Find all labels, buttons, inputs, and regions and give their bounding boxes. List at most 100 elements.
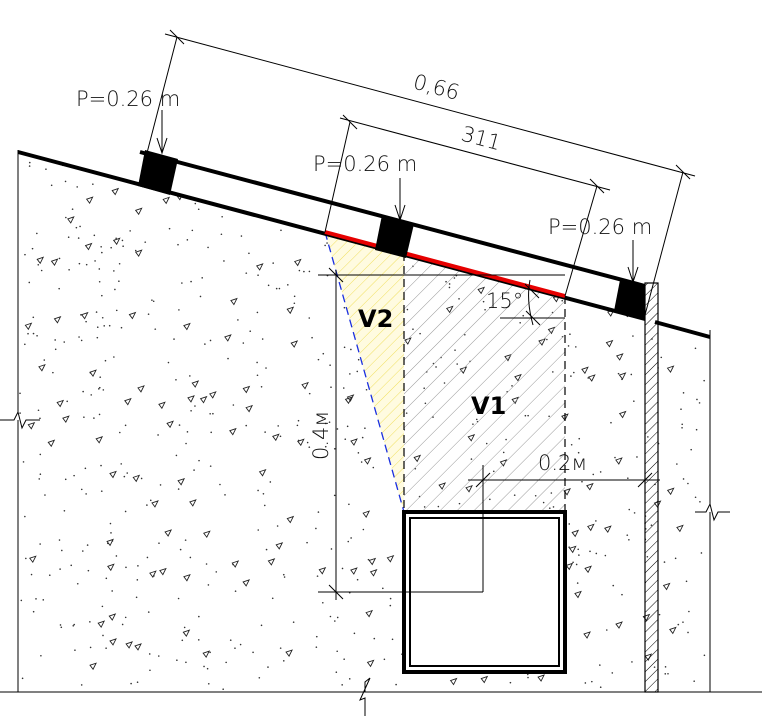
texture-dot: [681, 423, 684, 426]
texture-dot: [357, 452, 360, 454]
texture-aggregate: [255, 263, 264, 271]
texture-dot: [25, 557, 27, 560]
texture-dot: [129, 230, 131, 232]
texture-aggregate: [125, 641, 133, 649]
texture-aggregate: [229, 427, 237, 436]
texture-dot: [94, 260, 96, 262]
texture-dot: [99, 376, 102, 378]
texture-dot: [123, 475, 126, 478]
texture-aggregate: [615, 353, 624, 361]
texture-dot: [28, 165, 31, 167]
texture-dot: [325, 422, 327, 425]
texture-dot: [35, 598, 37, 600]
texture-aggregate: [159, 567, 167, 576]
texture-dot: [61, 549, 63, 552]
texture-dot: [93, 417, 95, 419]
texture-aggregate: [318, 566, 327, 575]
texture-dot: [136, 681, 139, 684]
texture-dot: [227, 357, 229, 360]
texture-dot: [96, 336, 99, 339]
texture-dot: [159, 484, 162, 486]
texture-dot: [296, 424, 299, 427]
texture-dot: [260, 624, 263, 627]
texture-dot: [279, 435, 282, 438]
texture-dot: [137, 565, 139, 567]
texture-dot: [592, 473, 595, 476]
texture-dot: [595, 552, 598, 555]
texture-aggregate: [203, 530, 211, 539]
texture-dot: [357, 358, 360, 361]
texture-dot: [194, 202, 197, 205]
texture-dot: [365, 388, 368, 391]
texture-dot: [321, 601, 324, 604]
texture-dot: [572, 561, 574, 564]
texture-dot: [48, 574, 51, 577]
texture-aggregate: [350, 567, 358, 575]
texture-dot: [197, 208, 200, 211]
texture-dot: [102, 634, 104, 637]
load-label-2: P=0.26 m: [313, 152, 417, 176]
texture-dot: [341, 567, 344, 570]
texture-dot: [60, 626, 63, 629]
texture-dot: [372, 466, 375, 469]
texture-dot: [360, 461, 363, 463]
texture-dot: [315, 646, 318, 648]
texture-dot: [658, 613, 661, 616]
texture-dot: [28, 281, 31, 284]
texture-dot: [611, 672, 614, 674]
texture-dot: [350, 348, 352, 351]
texture-aggregate: [38, 363, 46, 372]
texture-aggregate: [618, 372, 627, 380]
texture-dot: [119, 431, 121, 434]
texture-dot: [58, 539, 61, 541]
texture-aggregate: [80, 311, 89, 320]
height-label: 0.4м: [309, 411, 333, 460]
texture-dot: [43, 359, 46, 361]
texture-dot: [631, 661, 633, 663]
load-arrows: [156, 110, 639, 284]
texture-dot: [256, 361, 258, 364]
texture-dot: [237, 319, 239, 321]
texture-aggregate: [36, 256, 45, 265]
texture-dot: [89, 646, 92, 649]
texture-dot: [269, 481, 272, 483]
texture-aggregate: [290, 340, 299, 348]
texture-dot: [682, 478, 685, 480]
texture-dot: [37, 263, 40, 266]
texture-dot: [343, 658, 345, 661]
texture-aggregate: [285, 649, 293, 657]
texture-dot: [570, 375, 572, 377]
texture-dot: [152, 300, 155, 303]
texture-aggregate: [587, 523, 595, 532]
texture-dot: [636, 456, 638, 458]
texture-aggregate: [109, 638, 117, 646]
texture-dot: [140, 477, 143, 480]
texture-dot: [83, 416, 85, 418]
load-label-3: P=0.26 m: [548, 215, 652, 239]
texture-aggregate: [258, 468, 267, 477]
texture-aggregate: [568, 545, 577, 554]
texture-dot: [77, 237, 80, 239]
texture-dot: [694, 496, 697, 499]
texture-aggregate: [586, 482, 594, 491]
texture-dot: [80, 488, 83, 491]
texture-dot: [32, 610, 35, 613]
texture-aggregate: [666, 487, 675, 496]
texture-aggregate: [301, 381, 309, 390]
texture-dot: [573, 371, 575, 374]
texture-aggregate: [275, 542, 284, 550]
texture-aggregate: [183, 322, 191, 331]
texture-dot: [100, 245, 102, 248]
texture-dot: [198, 459, 200, 462]
texture-dot: [222, 688, 224, 691]
texture-dot: [101, 294, 103, 297]
texture-dot: [383, 658, 386, 661]
texture-dot: [293, 302, 296, 305]
texture-dot: [257, 489, 259, 492]
texture-dot: [242, 342, 245, 344]
break-symbol-right: [695, 502, 730, 522]
support-block-1: [138, 150, 178, 195]
texture-dot: [72, 624, 75, 627]
texture-dot: [113, 270, 115, 272]
texture-dot: [361, 436, 364, 439]
